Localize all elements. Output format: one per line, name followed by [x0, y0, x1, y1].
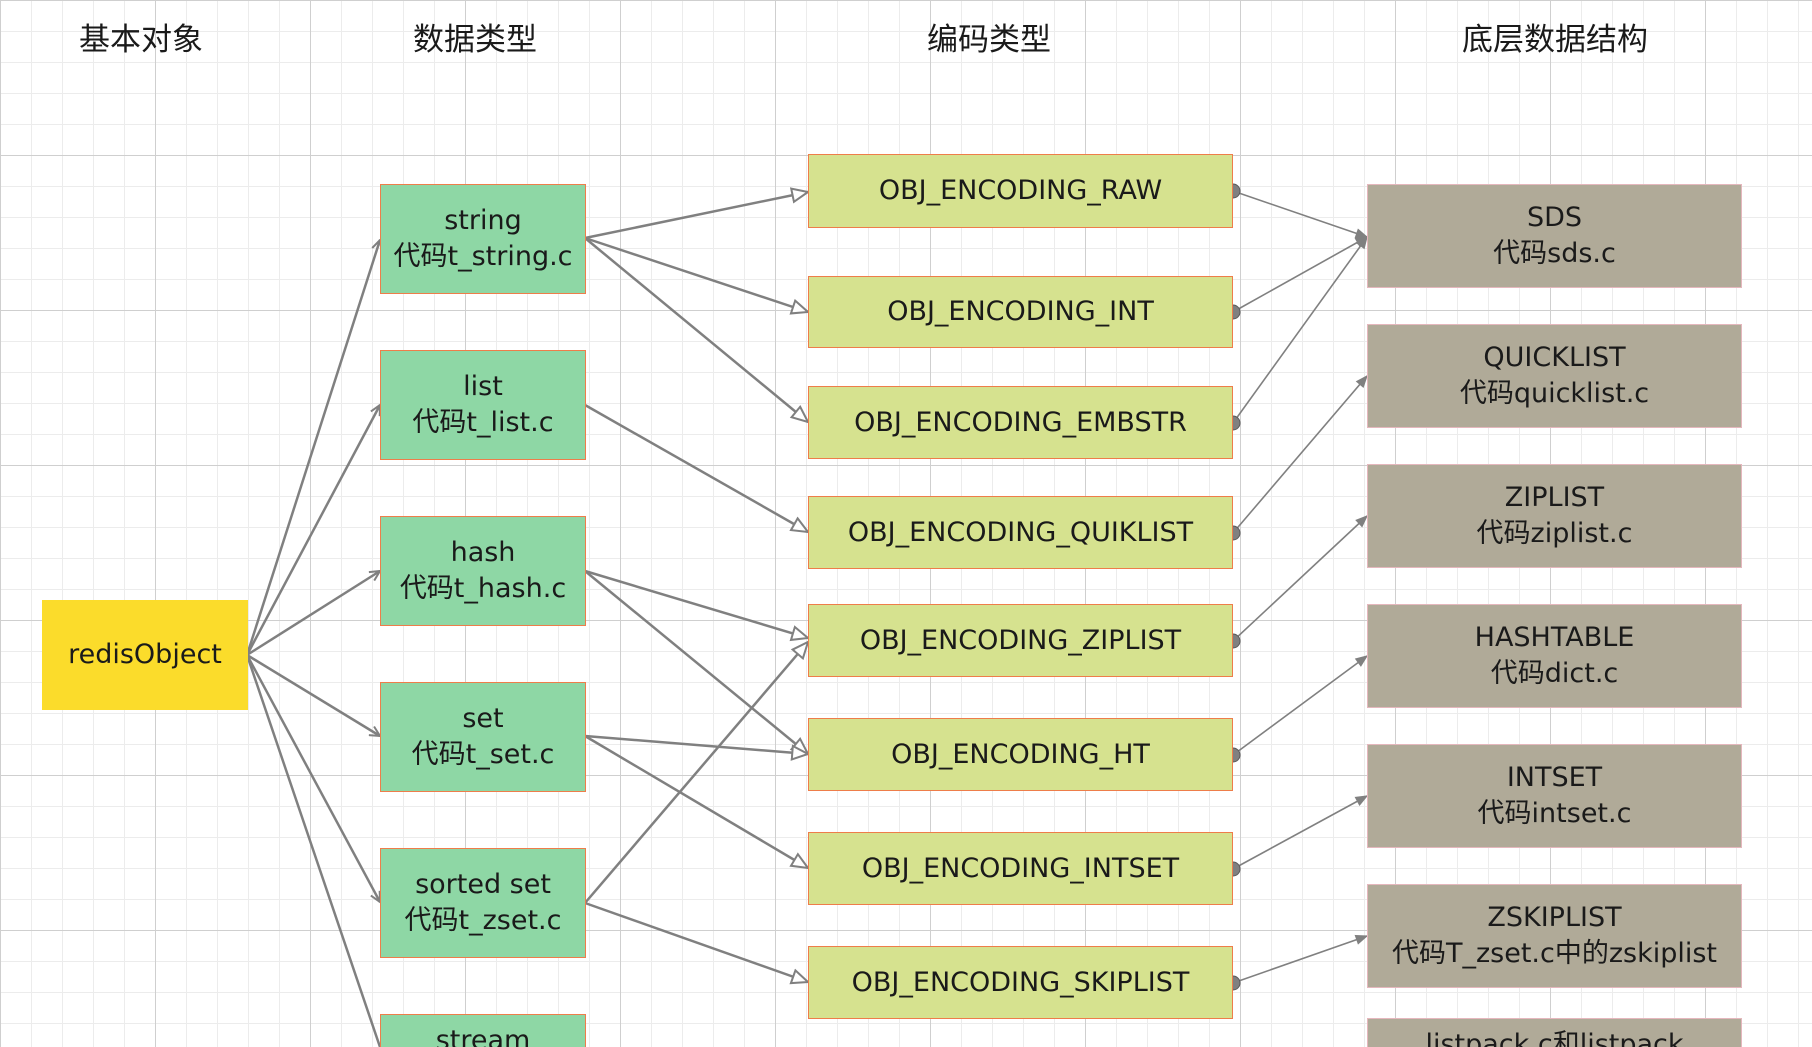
edge-object-zset	[245, 654, 382, 902]
encoding-label: OBJ_ENCODING_RAW	[878, 175, 1163, 206]
structure-name: listpack.c和listpack	[1425, 1029, 1684, 1047]
edge-object-string	[245, 240, 380, 656]
encoding-ht[interactable]: OBJ_ENCODING_HT	[808, 718, 1233, 791]
data-type-name: hash	[450, 537, 516, 568]
data-type-code: 代码t_list.c	[412, 407, 554, 438]
edges-object-to-types	[245, 240, 382, 1047]
edge-set-intset	[584, 734, 808, 868]
edge-string-embstr	[584, 237, 808, 422]
data-type-sorted-set[interactable]: sorted set 代码t_zset.c	[380, 848, 586, 958]
data-type-set[interactable]: set 代码t_set.c	[380, 682, 586, 792]
structure-name: SDS	[1526, 202, 1583, 233]
edge-skiplist-zskiplist	[1232, 936, 1367, 984]
data-type-string[interactable]: string 代码t_string.c	[380, 184, 586, 294]
edge-raw-sds	[1232, 190, 1367, 237]
data-type-name: string	[444, 205, 522, 236]
structure-name: INTSET	[1506, 762, 1603, 793]
structure-code: 代码quicklist.c	[1459, 378, 1650, 409]
edge-hash-ht	[584, 570, 808, 754]
structure-hashtable[interactable]: HASHTABLE 代码dict.c	[1367, 604, 1742, 708]
structure-name: HASHTABLE	[1474, 622, 1635, 653]
edge-zset-skiplist	[584, 901, 808, 982]
data-type-code: 代码t_zset.c	[404, 905, 562, 936]
data-type-name: set	[462, 703, 504, 734]
encoding-label: OBJ_ENCODING_ZIPLIST	[859, 624, 1182, 656]
data-type-stream[interactable]: stream	[380, 1014, 586, 1047]
edge-string-raw	[584, 192, 808, 240]
encoding-label: OBJ_ENCODING_INT	[887, 296, 1154, 327]
encoding-label: OBJ_ENCODING_HT	[891, 738, 1150, 770]
data-type-code: 代码t_string.c	[393, 241, 573, 272]
edge-set-ht	[584, 734, 808, 754]
structure-name: ZSKIPLIST	[1487, 902, 1622, 933]
edge-string-int	[584, 236, 808, 312]
edge-object-stream	[245, 654, 382, 1047]
encoding-quicklist[interactable]: OBJ_ENCODING_QUIKLIST	[808, 496, 1233, 569]
structure-code: 代码ziplist.c	[1476, 518, 1633, 549]
data-type-name: sorted set	[415, 869, 551, 900]
header-encoding-type: 编码类型	[927, 22, 1051, 58]
structure-quicklist[interactable]: QUICKLIST 代码quicklist.c	[1367, 324, 1742, 428]
edge-hash-ziplist	[584, 569, 808, 638]
edge-intset-intset	[1232, 795, 1367, 870]
encoding-embstr[interactable]: OBJ_ENCODING_EMBSTR	[808, 386, 1233, 459]
redis-object-label: redisObject	[68, 639, 222, 670]
edge-object-set	[246, 653, 380, 736]
encoding-ziplist[interactable]: OBJ_ENCODING_ZIPLIST	[808, 604, 1233, 677]
header-data-type: 数据类型	[413, 22, 537, 58]
data-type-name: stream	[435, 1025, 531, 1047]
edge-ht-hashtable	[1232, 656, 1367, 756]
structure-sds[interactable]: SDS 代码sds.c	[1367, 184, 1742, 288]
edge-list-quicklist	[584, 403, 808, 532]
edges-types-to-encodings	[584, 192, 808, 982]
encoding-int[interactable]: OBJ_ENCODING_INT	[808, 276, 1233, 348]
edge-object-hash	[246, 571, 380, 657]
encoding-label: OBJ_ENCODING_INTSET	[861, 852, 1180, 884]
encoding-raw[interactable]: OBJ_ENCODING_RAW	[808, 154, 1233, 228]
encoding-label: OBJ_ENCODING_QUIKLIST	[847, 516, 1194, 548]
edge-int-sds	[1232, 237, 1367, 313]
data-type-list[interactable]: list 代码t_list.c	[380, 350, 586, 460]
encoding-label: OBJ_ENCODING_EMBSTR	[854, 406, 1187, 438]
data-type-code: 代码t_set.c	[411, 739, 555, 770]
edge-embstr-sds	[1232, 237, 1367, 424]
data-type-hash[interactable]: hash 代码t_hash.c	[380, 516, 586, 626]
structure-name: QUICKLIST	[1483, 342, 1626, 373]
header-data-structure: 底层数据结构	[1462, 22, 1648, 58]
structure-code: 代码intset.c	[1477, 798, 1632, 829]
structure-ziplist[interactable]: ZIPLIST 代码ziplist.c	[1367, 464, 1742, 568]
edge-ziplist-ziplist	[1232, 516, 1367, 642]
structure-intset[interactable]: INTSET 代码intset.c	[1367, 744, 1742, 848]
edges-encodings-to-structures	[1232, 190, 1367, 984]
structure-listpack[interactable]: listpack.c和listpack	[1367, 1018, 1742, 1047]
structure-name: ZIPLIST	[1504, 482, 1605, 513]
encoding-skiplist[interactable]: OBJ_ENCODING_SKIPLIST	[808, 946, 1233, 1019]
structure-zskiplist[interactable]: ZSKIPLIST 代码T_zset.c中的zskiplist	[1367, 884, 1742, 988]
edge-object-list	[245, 405, 382, 656]
data-type-name: list	[463, 371, 503, 402]
structure-code: 代码sds.c	[1493, 238, 1616, 269]
edge-quicklist-quicklist	[1232, 376, 1367, 534]
edge-zset-ziplist	[584, 642, 808, 904]
structure-code: 代码dict.c	[1490, 658, 1619, 689]
redis-object-node[interactable]: redisObject	[42, 600, 248, 710]
encoding-intset[interactable]: OBJ_ENCODING_INTSET	[808, 832, 1233, 905]
encoding-label: OBJ_ENCODING_SKIPLIST	[851, 966, 1190, 998]
structure-code: 代码T_zset.c中的zskiplist	[1391, 938, 1718, 969]
data-type-code: 代码t_hash.c	[399, 573, 567, 604]
header-base-object: 基本对象	[79, 22, 203, 58]
